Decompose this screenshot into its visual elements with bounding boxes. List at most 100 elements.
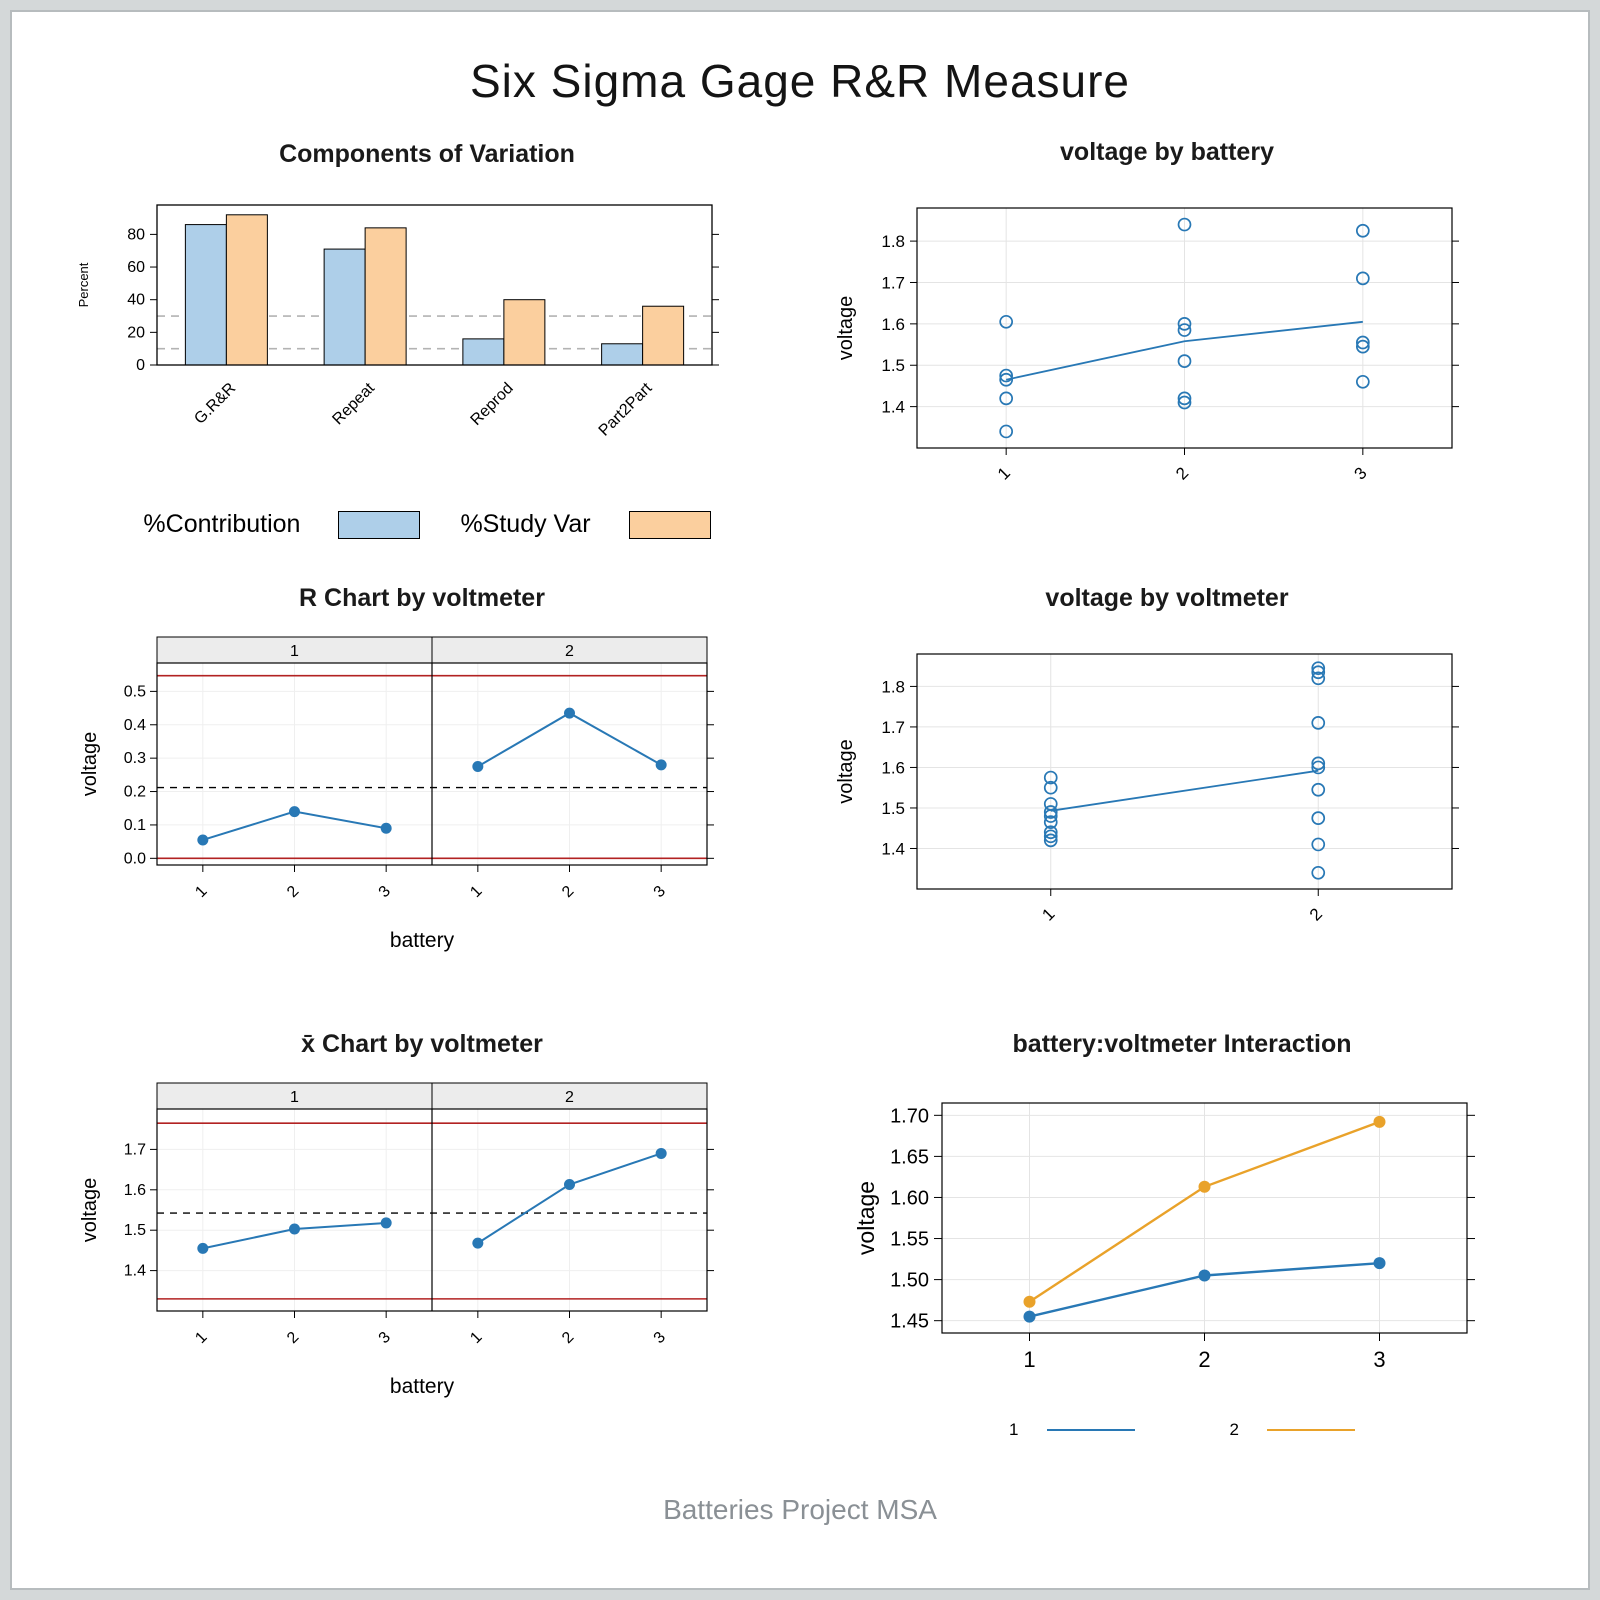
svg-text:2: 2 — [284, 883, 302, 901]
legend-label-study-var: %Study Var — [460, 510, 591, 538]
data-point — [380, 822, 392, 834]
svg-text:1.6: 1.6 — [881, 758, 905, 777]
data-point — [1177, 354, 1192, 368]
data-point — [1177, 395, 1192, 410]
cov-title: Components of Variation — [279, 140, 575, 168]
data-point — [472, 761, 484, 773]
svg-text:1: 1 — [192, 1329, 210, 1347]
footer-subtitle: Batteries Project MSA — [663, 1494, 937, 1525]
data-point — [1311, 756, 1326, 771]
svg-text:1.60: 1.60 — [890, 1187, 929, 1209]
bar-study-var — [503, 299, 546, 366]
r-chart-title: R Chart by voltmeter — [299, 584, 545, 612]
svg-text:Repeat: Repeat — [329, 379, 378, 428]
svg-text:voltage: voltage — [79, 732, 101, 797]
data-point — [197, 1242, 209, 1254]
bar-contribution — [601, 343, 644, 366]
data-point — [1355, 335, 1370, 350]
page: Six Sigma Gage R&R Measure Components of… — [10, 10, 1590, 1590]
svg-text:1.7: 1.7 — [881, 718, 905, 737]
data-point — [197, 834, 209, 846]
svg-text:Reprod: Reprod — [468, 380, 517, 429]
page-title: Six Sigma Gage R&R Measure — [469, 55, 1131, 107]
data-point — [999, 372, 1014, 387]
svg-text:1.6: 1.6 — [124, 1182, 146, 1199]
svg-text:1.4: 1.4 — [881, 398, 905, 417]
data-point — [1373, 1115, 1386, 1128]
svg-text:1: 1 — [1038, 904, 1058, 924]
svg-text:1.8: 1.8 — [881, 677, 905, 696]
legend-swatch-study-var — [628, 510, 711, 539]
data-point — [1355, 271, 1370, 286]
svg-text:40: 40 — [127, 292, 145, 309]
data-point — [999, 368, 1014, 383]
mean-line — [1050, 769, 1319, 812]
data-point — [1177, 323, 1192, 337]
mean-line — [1005, 320, 1363, 381]
legend-item-study-var: %Study Var — [460, 510, 711, 539]
svg-text:1.4: 1.4 — [124, 1263, 146, 1280]
svg-text:2: 2 — [559, 1329, 577, 1347]
svg-text:1.5: 1.5 — [124, 1222, 146, 1239]
svg-text:1: 1 — [467, 1329, 485, 1347]
svg-text:1.45: 1.45 — [890, 1311, 929, 1333]
data-point — [564, 1179, 575, 1191]
data-point — [1023, 1295, 1036, 1308]
svg-text:1.5: 1.5 — [881, 799, 905, 818]
legend-label-contribution: %Contribution — [143, 510, 301, 538]
svg-text:2: 2 — [284, 1329, 302, 1347]
svg-text:80: 80 — [127, 226, 145, 243]
svg-text:1.55: 1.55 — [890, 1229, 929, 1251]
legend-line-voltmeter-1 — [1046, 1429, 1135, 1431]
svg-text:Percent: Percent — [76, 262, 91, 307]
xbar-chart-title: x̄ Chart by voltmeter — [301, 1030, 543, 1058]
svg-text:2: 2 — [559, 883, 577, 901]
data-point — [1043, 829, 1058, 844]
data-point — [1355, 223, 1370, 238]
data-point — [1043, 815, 1058, 829]
data-point — [1023, 1310, 1036, 1323]
data-point — [1355, 374, 1370, 389]
bar-contribution — [462, 338, 505, 366]
data-point — [1311, 865, 1326, 880]
svg-text:voltage: voltage — [853, 1181, 879, 1255]
data-point — [1043, 770, 1058, 785]
svg-text:1: 1 — [1023, 1347, 1035, 1372]
data-point — [1043, 780, 1058, 795]
data-point — [472, 1237, 484, 1249]
legend-item-contribution: %Contribution — [143, 510, 421, 539]
data-point — [289, 1223, 300, 1235]
data-point — [289, 806, 300, 818]
svg-text:3: 3 — [651, 883, 669, 901]
data-point — [655, 1147, 667, 1159]
svg-text:20: 20 — [127, 324, 145, 341]
data-point — [1177, 317, 1192, 331]
data-point — [1311, 671, 1326, 686]
data-point — [1043, 809, 1058, 823]
svg-text:3: 3 — [1351, 463, 1371, 483]
svg-text:0.2: 0.2 — [124, 784, 146, 801]
svg-text:G.R&R: G.R&R — [191, 380, 239, 428]
voltage-by-battery-title: voltage by battery — [1060, 138, 1274, 166]
svg-text:60: 60 — [127, 259, 145, 276]
svg-text:3: 3 — [376, 1329, 394, 1347]
bar-contribution — [323, 248, 366, 366]
voltage-by-voltmeter-title: voltage by voltmeter — [1045, 584, 1289, 612]
svg-text:1: 1 — [290, 643, 299, 660]
svg-text:2: 2 — [565, 1089, 574, 1106]
svg-text:1.6: 1.6 — [881, 315, 905, 334]
svg-text:1.7: 1.7 — [124, 1141, 146, 1158]
cov-legend: %Contribution %Study Var — [62, 510, 792, 539]
bar-study-var — [364, 227, 407, 366]
svg-text:voltage: voltage — [835, 296, 857, 361]
data-point — [1198, 1180, 1211, 1193]
data-point — [1311, 661, 1326, 676]
svg-text:0.4: 0.4 — [124, 717, 146, 734]
data-point — [999, 314, 1014, 329]
svg-text:1: 1 — [994, 463, 1014, 483]
data-point — [380, 1217, 392, 1229]
